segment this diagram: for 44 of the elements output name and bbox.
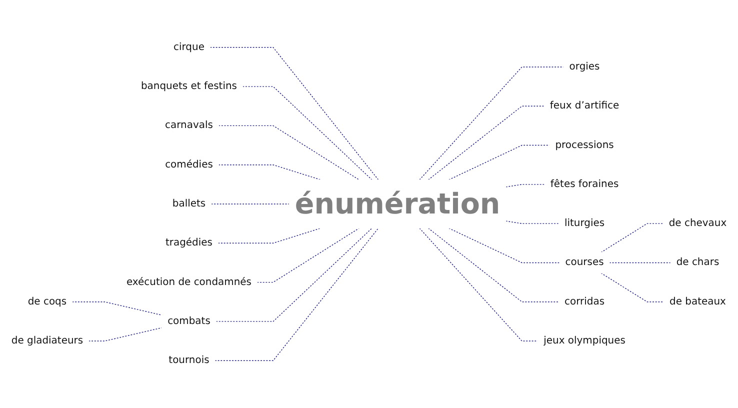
connector — [256, 228, 360, 283]
node-text: fêtes foraines — [550, 178, 619, 190]
node-text: de coqs — [28, 296, 67, 308]
node-text: exécution de condamnés — [126, 276, 252, 288]
node-text: comédies — [165, 158, 213, 170]
connector — [506, 220, 560, 224]
node-text: combats — [168, 315, 210, 327]
connector — [428, 228, 560, 302]
node-text: énumération — [294, 188, 500, 220]
connector — [242, 86, 372, 180]
connector — [72, 302, 162, 316]
node-text: ballets — [172, 198, 206, 210]
node-text: corridas — [564, 296, 605, 308]
node-text: jeux olympiques — [544, 334, 626, 346]
node-text: tournois — [168, 354, 210, 366]
node-text: cirque — [174, 41, 204, 53]
node-text: courses — [565, 256, 604, 268]
connector — [218, 228, 322, 244]
connector — [428, 106, 545, 180]
node-text: de chars — [676, 256, 720, 268]
connector — [506, 184, 546, 188]
node-text: de bateaux — [670, 296, 726, 308]
node-text: orgies — [569, 60, 600, 72]
connector — [214, 228, 379, 361]
connector — [600, 223, 664, 253]
connector — [448, 144, 550, 180]
connector — [419, 228, 538, 342]
node-text: de chevaux — [668, 218, 727, 229]
node-text: processions — [555, 139, 614, 151]
node-text: feux d’artifice — [550, 100, 620, 112]
connector — [218, 164, 322, 180]
connector — [210, 47, 379, 180]
connector — [419, 66, 564, 180]
connector — [218, 125, 360, 180]
node-text: banquets et festins — [140, 80, 237, 92]
node-text: de gladiateurs — [11, 334, 84, 346]
connector — [609, 262, 671, 264]
connector — [448, 228, 560, 264]
connector — [88, 327, 162, 342]
connector — [216, 228, 372, 322]
node-text: carnavals — [165, 120, 213, 132]
connector — [600, 272, 664, 302]
node-text: liturgies — [564, 218, 605, 229]
node-text: tragédies — [165, 237, 212, 248]
